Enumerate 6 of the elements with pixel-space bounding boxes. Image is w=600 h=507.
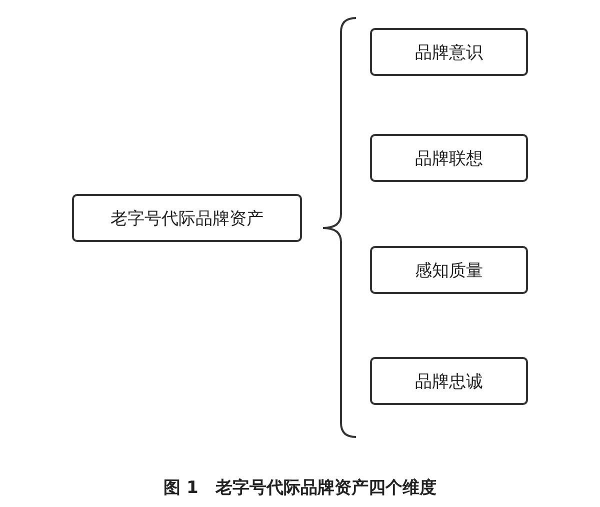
caption: 图 1 老字号代际品牌资产四个维度	[162, 477, 438, 499]
dimension-box: 品牌忠诚	[370, 357, 528, 405]
dimension-box: 品牌联想	[370, 134, 528, 182]
concept-box: 老字号代际品牌资产	[72, 194, 302, 242]
dimension-box: 品牌意识	[370, 28, 528, 76]
dimension-box: 感知质量	[370, 246, 528, 294]
